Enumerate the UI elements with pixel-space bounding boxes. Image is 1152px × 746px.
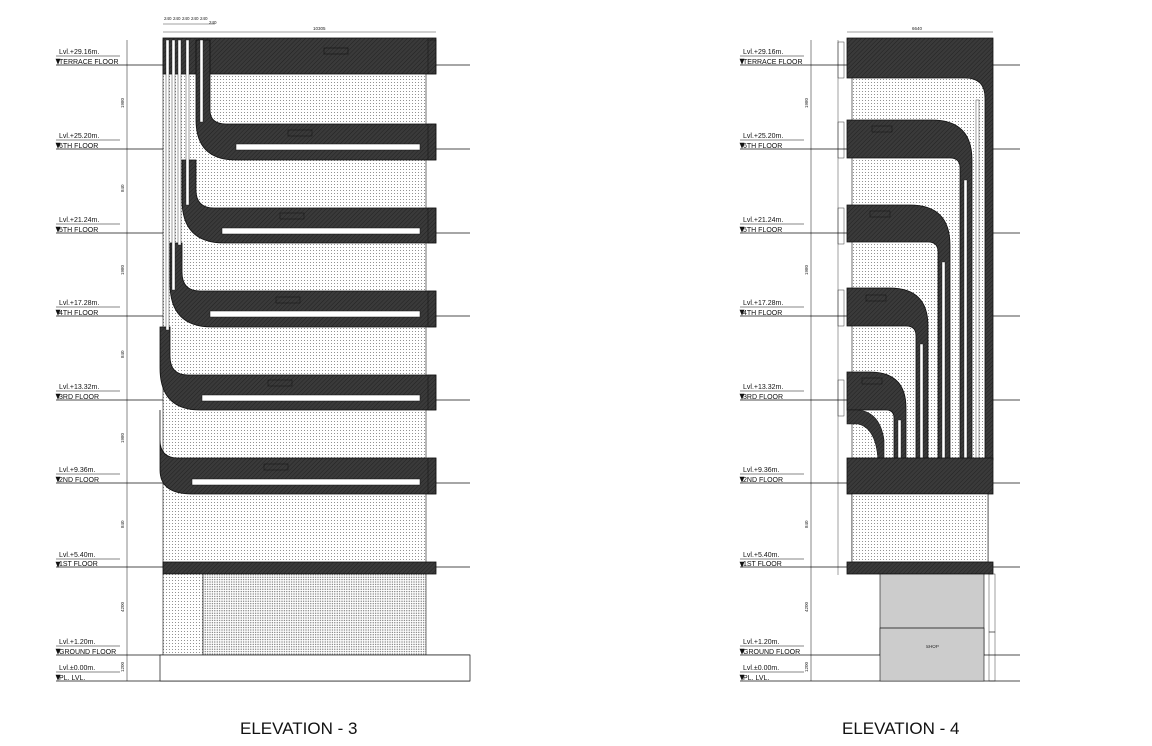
level-marker: Lvl.+9.36m. 2ND FLOOR [59,467,99,484]
dim-text: 240 [173,16,181,21]
level-marker: Lvl.+1.20m. GROUND FLOOR [743,639,800,656]
level-name: 6TH FLOOR [743,143,782,150]
dim-text: 1200 [120,661,125,672]
level-value: Lvl.+25.20m. [59,133,99,140]
dim-text: 840 [120,184,125,192]
dim-text: 240 [209,20,217,25]
level-value: Lvl.+5.40m. [59,552,95,559]
dim-text: 1980 [804,264,809,275]
level-marker: Lvl.+21.24m. 5TH FLOOR [743,217,783,234]
dim-text: 840 [120,350,125,358]
level-value: Lvl.+29.16m. [59,49,99,56]
level-name: 5TH FLOOR [743,227,782,234]
level-name: 1ST FLOOR [59,561,98,568]
level-marker: Lvl.+17.28m. 4TH FLOOR [59,300,99,317]
level-marker: Lvl.+25.20m. 6TH FLOOR [59,133,99,150]
level-marker: Lvl.±0.00m. PL. LVL. [743,665,779,682]
level-name: 6TH FLOOR [59,143,98,150]
level-marker: Lvl.+9.36m. 2ND FLOOR [743,467,783,484]
dim-text: 240 [200,16,208,21]
level-marker: Lvl.+25.20m. 6TH FLOOR [743,133,783,150]
level-value: Lvl.±0.00m. [743,665,779,672]
dim-text: 6640 [912,26,923,31]
level-name: TERRACE FLOOR [743,59,803,66]
level-marker: Lvl.+21.24m. 5TH FLOOR [59,217,99,234]
level-name: 3RD FLOOR [59,394,99,401]
dim-text: 1980 [804,97,809,108]
level-name: 2ND FLOOR [59,477,99,484]
dim-text: 240 [164,16,172,21]
level-marker: Lvl.±0.00m. PL. LVL. [59,665,95,682]
level-marker: Lvl.+29.16m. TERRACE FLOOR [743,49,803,66]
level-name: PL. LVL. [59,675,85,682]
level-value: Lvl.+13.32m. [59,384,99,391]
level-name: PL. LVL. [743,675,769,682]
level-value: Lvl.±0.00m. [59,665,95,672]
level-value: Lvl.+9.36m. [59,467,95,474]
level-name: TERRACE FLOOR [59,59,119,66]
elevation-3: Lvl.+29.16m. TERRACE FLOOR Lvl.+25.20m. … [55,16,471,738]
elevation-3-level-labels: Lvl.+29.16m. TERRACE FLOOR Lvl.+25.20m. … [55,49,120,682]
level-name: GROUND FLOOR [743,649,800,656]
level-value: Lvl.+21.24m. [59,217,99,224]
level-marker: Lvl.+29.16m. TERRACE FLOOR [59,49,119,66]
level-value: Lvl.+1.20m. [743,639,779,646]
level-value: Lvl.+25.20m. [743,133,783,140]
level-name: 1ST FLOOR [743,561,782,568]
level-value: Lvl.+5.40m. [743,552,779,559]
level-value: Lvl.+21.24m. [743,217,783,224]
level-marker: Lvl.+13.32m. 3RD FLOOR [59,384,99,401]
level-value: Lvl.+17.28m. [59,300,99,307]
level-marker: Lvl.+5.40m. 1ST FLOOR [59,552,98,568]
level-marker: Lvl.+1.20m. GROUND FLOOR [59,639,116,656]
level-name: 4TH FLOOR [59,310,98,317]
dim-text: 840 [120,520,125,528]
dim-text: 1200 [804,661,809,672]
dim-text: 1980 [120,264,125,275]
elevation-4-caption: ELEVATION - 4 [842,719,959,738]
shop-label: SHOP [926,644,939,649]
elevation-4-facade: SHOP [837,37,996,682]
elevation-4-top-dims: 6640 [847,26,993,33]
dim-text: 4200 [120,601,125,612]
elevation-3-caption: ELEVATION - 3 [240,719,357,738]
level-name: 2ND FLOOR [743,477,783,484]
dim-text: 240 [182,16,190,21]
level-value: Lvl.+13.32m. [743,384,783,391]
elevation-3-facade [159,37,471,682]
dim-text: 10305 [313,26,326,31]
dim-text: 240 [191,16,199,21]
level-name: 3RD FLOOR [743,394,783,401]
dim-text: 840 [804,520,809,528]
dim-text: 4200 [804,601,809,612]
level-marker: Lvl.+13.32m. 3RD FLOOR [743,384,783,401]
elevation-4: Lvl.+29.16m. TERRACE FLOOR Lvl.+25.20m. … [739,26,1020,738]
level-name: 4TH FLOOR [743,310,782,317]
dim-text: 1980 [120,432,125,443]
level-name: 5TH FLOOR [59,227,98,234]
dim-text: 1980 [120,97,125,108]
level-value: Lvl.+29.16m. [743,49,783,56]
level-value: Lvl.+17.28m. [743,300,783,307]
elevation-3-top-dims: 240 240 240 240 240 240 10305 [163,16,436,33]
elevation-4-side-dims: 1980 1980 840 4200 1200 [804,40,839,681]
level-value: Lvl.+1.20m. [59,639,95,646]
level-marker: Lvl.+17.28m. 4TH FLOOR [743,300,783,317]
level-name: GROUND FLOOR [59,649,116,656]
level-marker: Lvl.+5.40m. 1ST FLOOR [743,552,782,568]
elevation-3-side-dims: 1980 840 1980 840 1980 840 4200 1200 [120,40,128,681]
elevation-4-level-labels: Lvl.+29.16m. TERRACE FLOOR Lvl.+25.20m. … [739,49,804,682]
level-value: Lvl.+9.36m. [743,467,779,474]
